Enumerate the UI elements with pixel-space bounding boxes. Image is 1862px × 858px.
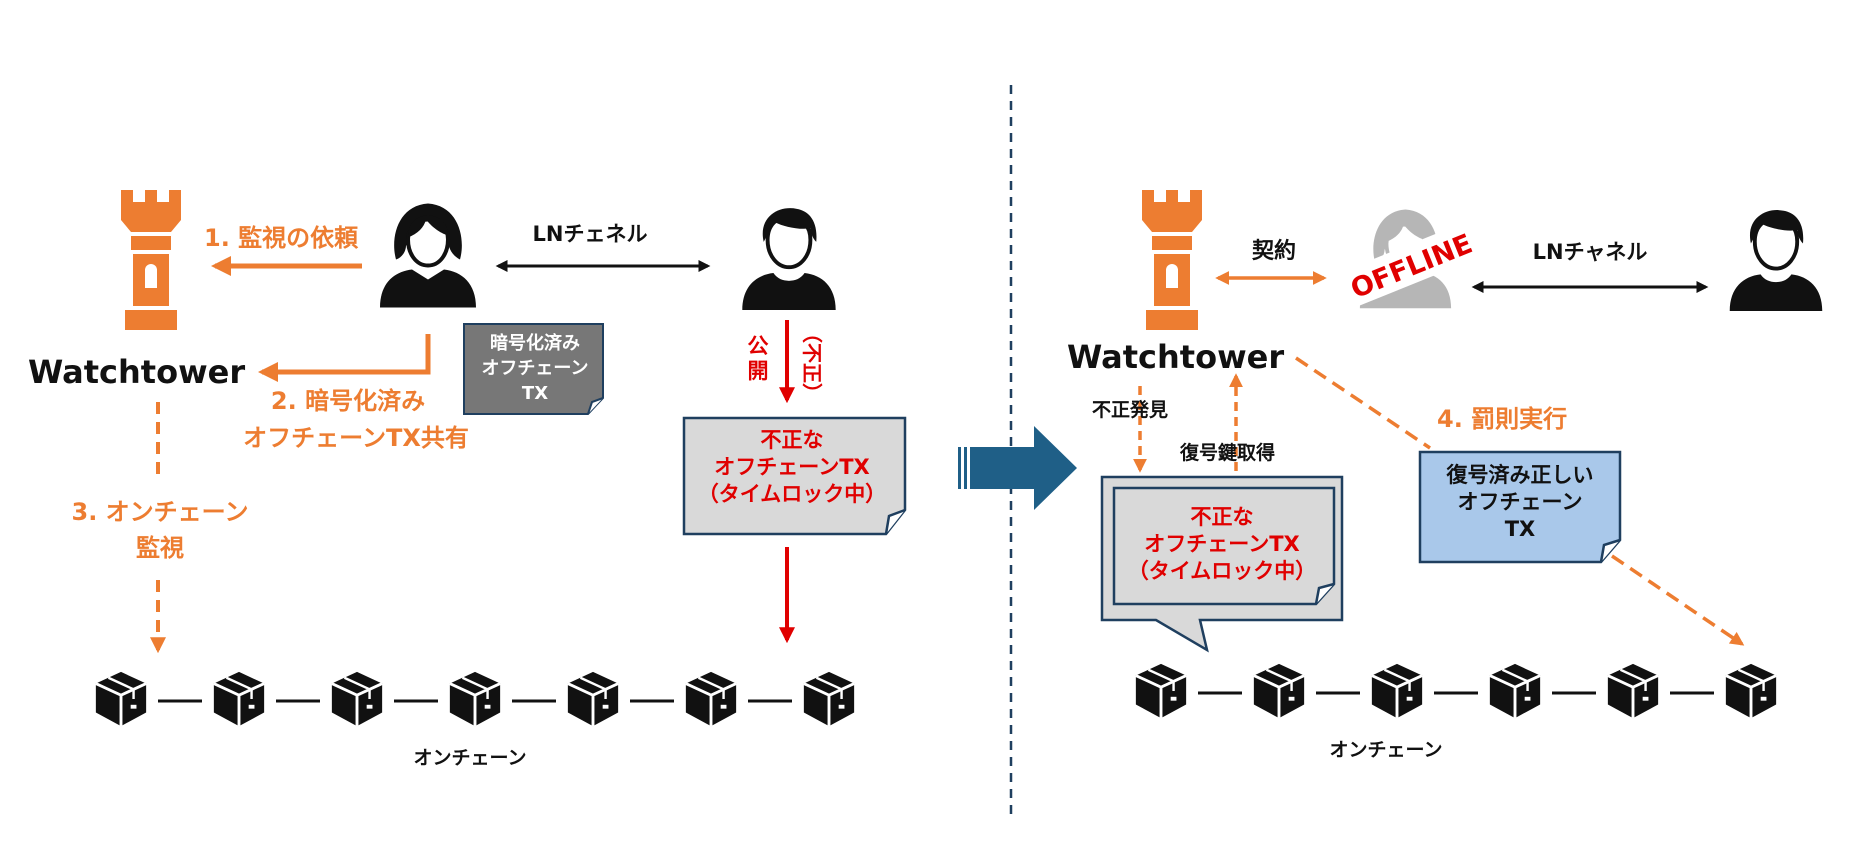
block-cube-icon bbox=[330, 670, 384, 728]
watchtower-rook-icon bbox=[121, 190, 181, 330]
step4-label: 4. 罰則実行 bbox=[1437, 405, 1567, 433]
block-cube-icon bbox=[212, 670, 266, 728]
fraud-tx-doc: 不正な オフチェーンTX （タイムロック中） bbox=[682, 416, 907, 536]
right-panel: Watchtower 契約 OFFLINE LNチャネル 不正発見 復号鍵取得 … bbox=[1067, 190, 1825, 761]
encrypted-doc-line1: 暗号化済み bbox=[490, 332, 580, 354]
fraud-doc-line1: 不正な bbox=[761, 428, 824, 452]
block-cube-icon bbox=[1606, 662, 1660, 720]
block-cube-icon bbox=[684, 670, 738, 728]
fraud-doc-line3: （タイムロック中） bbox=[698, 482, 887, 506]
right-fraud-doc-line2: オフチェーンTX bbox=[1144, 532, 1299, 556]
publish-char1: 公 bbox=[748, 334, 769, 358]
decrypted-doc-line1: 復号済み正しい bbox=[1446, 463, 1594, 487]
block-cube-icon bbox=[1252, 662, 1306, 720]
right-watchtower-rook-icon bbox=[1142, 190, 1202, 330]
decrypted-doc-line2: オフチェーン bbox=[1458, 490, 1583, 514]
right-fraud-doc-line3: （タイムロック中） bbox=[1128, 559, 1317, 583]
key-label: 復号鍵取得 bbox=[1179, 441, 1275, 464]
step4-arrow bbox=[1611, 554, 1745, 646]
detect-label: 不正発見 bbox=[1092, 398, 1168, 421]
block-cube-icon bbox=[94, 670, 148, 728]
step1-label: 1. 監視の依頼 bbox=[204, 224, 359, 252]
block-cube-icon bbox=[802, 670, 856, 728]
decrypted-tx-doc: 復号済み正しい オフチェーン TX bbox=[1418, 450, 1622, 564]
fraud-speech-bubble: 不正な オフチェーンTX （タイムロック中） bbox=[1100, 475, 1344, 653]
next-arrow-icon bbox=[958, 426, 1077, 510]
block-cube-icon bbox=[1488, 662, 1542, 720]
step4-line-upper bbox=[1295, 356, 1431, 450]
encrypted-tx-doc: 暗号化済み オフチェーン TX bbox=[463, 323, 604, 415]
right-blockchain bbox=[1134, 662, 1778, 720]
publish-char2: 開 bbox=[748, 359, 769, 383]
step2-arrow bbox=[258, 334, 431, 382]
user-female-icon bbox=[380, 204, 476, 308]
step3-label-line1: 3. オンチェーン bbox=[72, 498, 249, 526]
decrypted-doc-line3: TX bbox=[1505, 517, 1536, 541]
block-cube-icon bbox=[566, 670, 620, 728]
illegal-paren-label: （不正） bbox=[800, 323, 824, 403]
encrypted-doc-line3: TX bbox=[522, 383, 548, 404]
step2-label-line1: 2. 暗号化済み bbox=[271, 387, 425, 415]
left-blockchain bbox=[94, 670, 856, 728]
block-cube-icon bbox=[1134, 662, 1188, 720]
contract-label: 契約 bbox=[1251, 238, 1296, 264]
user-male-icon bbox=[740, 206, 838, 310]
fraud-doc-line2: オフチェーンTX bbox=[714, 455, 869, 479]
channel-label: LNチェネル bbox=[533, 222, 648, 246]
right-watchtower-label: Watchtower bbox=[1067, 338, 1284, 376]
step3-label-line2: 監視 bbox=[136, 534, 184, 562]
right-onchain-label: オンチェーン bbox=[1329, 739, 1442, 761]
step2-label-line2: オフチェーンTX共有 bbox=[243, 424, 469, 452]
right-channel-label: LNチャネル bbox=[1533, 240, 1648, 264]
block-cube-icon bbox=[448, 670, 502, 728]
left-panel: Watchtower LNチェネル 1. 監視の依頼 2. 暗号化済み オフチェ… bbox=[28, 190, 907, 769]
watchtower-label: Watchtower bbox=[28, 353, 245, 391]
block-cube-icon bbox=[1370, 662, 1424, 720]
encrypted-doc-line2: オフチェーン bbox=[481, 358, 588, 379]
right-fraud-doc-line1: 不正な bbox=[1191, 505, 1254, 529]
right-user-male-icon bbox=[1727, 208, 1825, 311]
left-onchain-label: オンチェーン bbox=[413, 747, 526, 769]
block-cube-icon bbox=[1724, 662, 1778, 720]
